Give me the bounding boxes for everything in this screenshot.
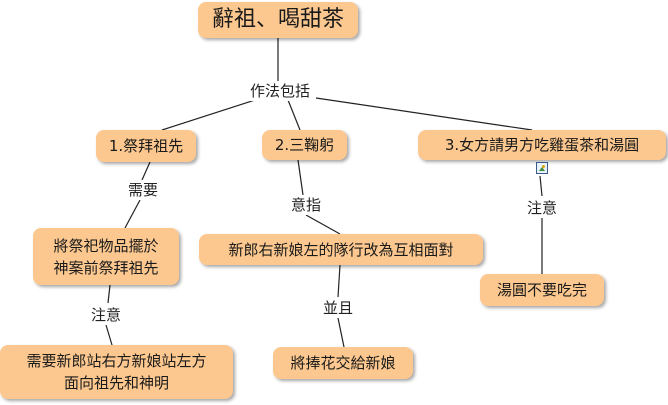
connector-link-to-branch2 (287, 99, 301, 131)
root-node[interactable]: 辭祖、喝甜茶 (198, 2, 358, 38)
connector-b2link-to-child (305, 214, 341, 235)
branch-3-node[interactable]: 3.女方請男方吃雞蛋茶和湯圓 (418, 130, 666, 160)
branch-3-label: 3.女方請男方吃雞蛋茶和湯圓 (444, 136, 640, 154)
connector-b1-to-link (141, 161, 151, 181)
branch-2-node[interactable]: 2.三鞠躬 (262, 130, 347, 160)
connector-b1link2-to-child2 (105, 324, 113, 346)
root-link-label: 作法包括 (247, 81, 313, 101)
branch-2-child-label: 新郎右新娘左的隊行改為互相面對 (228, 240, 454, 259)
branch-2-label: 2.三鞠躬 (274, 136, 335, 154)
connector-b2link2-to-child2 (337, 317, 345, 348)
branch-3-link-label: 注意 (524, 198, 560, 218)
connector-b1link-to-child (124, 199, 141, 229)
image-icon[interactable] (536, 162, 548, 174)
branch-1-label: 1.祭拜祖先 (108, 137, 184, 155)
branch-1-child2-node[interactable]: 需要新郎站右方新娘站左方 面向祖先和神明 (0, 345, 233, 399)
connector-b1child-to-link (107, 284, 111, 304)
branch-1-link2-label: 注意 (88, 305, 124, 325)
branch-1-child-line-2: 神案前祭拜祖先 (53, 258, 159, 277)
connector-b2child-to-link (337, 264, 341, 298)
branch-2-link-label: 意指 (288, 195, 324, 215)
connector-b3-to-link (539, 175, 543, 197)
branch-1-child-node[interactable]: 將祭祀物品擺於 神案前祭拜祖先 (33, 228, 179, 285)
branch-1-child2-line-1: 需要新郎站右方新娘站左方 (26, 352, 207, 370)
branch-2-link2-label: 並且 (320, 298, 356, 318)
branch-1-link-label: 需要 (125, 180, 161, 200)
branch-1-node[interactable]: 1.祭拜祖先 (96, 130, 196, 162)
branch-2-child-node[interactable]: 新郎右新娘左的隊行改為互相面對 (199, 234, 483, 265)
branch-3-child-node[interactable]: 湯圓不要吃完 (480, 274, 604, 306)
connector-link-to-branch3 (315, 97, 533, 131)
branch-2-child2-label: 將捧花交給新娘 (290, 354, 396, 372)
root-label: 辭祖、喝甜茶 (211, 7, 344, 32)
branch-2-child2-node[interactable]: 將捧花交給新娘 (273, 347, 413, 379)
branch-1-child-line-1: 將祭祀物品擺於 (53, 236, 159, 255)
branch-1-child2-line-2: 面向祖先和神明 (63, 374, 169, 392)
connector-link-to-branch1 (161, 98, 259, 131)
connector-b2-to-link (297, 159, 304, 196)
branch-3-child-label: 湯圓不要吃完 (496, 281, 587, 299)
